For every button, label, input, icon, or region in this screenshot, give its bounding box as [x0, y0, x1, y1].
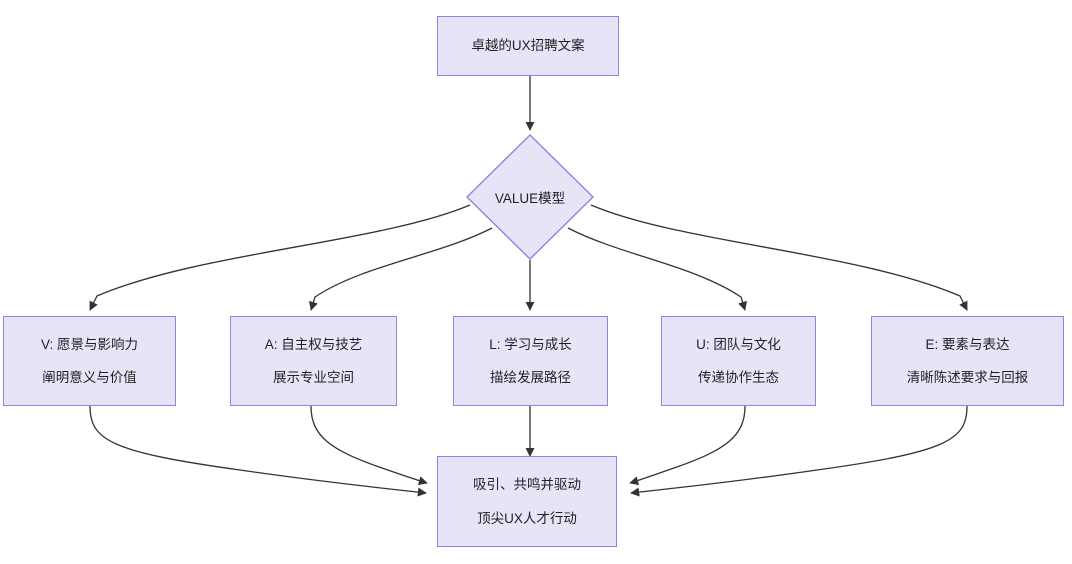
- edge-a-to-outcome: [310, 405, 428, 486]
- node-e-elements[interactable]: E: 要素与表达 清晰陈述要求与回报: [871, 316, 1064, 406]
- edge-v-to-outcome: [89, 405, 427, 497]
- edge-model-to-a: [309, 227, 493, 311]
- edge-model-to-v: [89, 204, 471, 311]
- node-outcome[interactable]: 吸引、共鸣并驱动 顶尖UX人才行动: [437, 456, 617, 547]
- node-a-line-2: 展示专业空间: [273, 370, 354, 385]
- node-u-team[interactable]: U: 团队与文化 传递协作生态: [661, 316, 816, 406]
- diamond-shape: [466, 134, 594, 260]
- node-l-line-2: 描绘发展路径: [490, 370, 571, 385]
- node-start-line-1: 卓越的UX招聘文案: [471, 38, 585, 54]
- node-value-model[interactable]: VALUE模型: [466, 134, 594, 260]
- edge-model-to-u: [567, 227, 747, 311]
- node-v-vision[interactable]: V: 愿景与影响力 阐明意义与价值: [3, 316, 176, 406]
- node-a-line-1: A: 自主权与技艺: [264, 336, 363, 352]
- node-v-line-2: 阐明意义与价值: [42, 370, 137, 385]
- edge-u-to-outcome: [629, 405, 746, 486]
- node-outcome-line-2: 顶尖UX人才行动: [477, 510, 577, 526]
- node-v-line-1: V: 愿景与影响力: [40, 336, 138, 352]
- node-l-line-1: L: 学习与成长: [489, 336, 572, 352]
- node-u-line-2: 传递协作生态: [698, 370, 779, 385]
- node-start[interactable]: 卓越的UX招聘文案: [437, 16, 619, 76]
- node-outcome-line-1: 吸引、共鸣并驱动: [473, 477, 581, 492]
- node-e-line-1: E: 要素与表达: [925, 336, 1010, 352]
- node-a-autonomy[interactable]: A: 自主权与技艺 展示专业空间: [230, 316, 397, 406]
- node-e-line-2: 清晰陈述要求与回报: [906, 370, 1029, 385]
- node-value-model-label: VALUE模型: [494, 191, 566, 206]
- node-l-learning[interactable]: L: 学习与成长 描绘发展路径: [453, 316, 608, 406]
- node-u-line-1: U: 团队与文化: [696, 336, 781, 352]
- edge-model-to-e: [590, 204, 968, 311]
- edge-e-to-outcome: [630, 405, 968, 497]
